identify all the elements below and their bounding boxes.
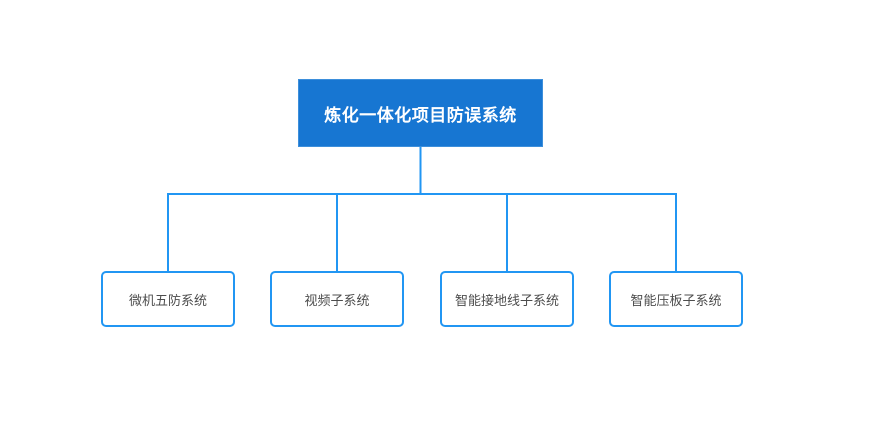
child-node-smart-pressure-plate[interactable]: 智能压板子系统: [609, 271, 743, 327]
child-node-label: 智能接地线子系统: [454, 292, 559, 308]
child-node-label: 智能压板子系统: [630, 292, 722, 308]
child-node-label: 微机五防系统: [128, 292, 207, 308]
child-node-weiji-wufang[interactable]: 微机五防系统: [101, 271, 235, 327]
child-node-label: 视频子系统: [304, 292, 370, 308]
root-node-fangwu-system[interactable]: 炼化一体化项目防误系统: [298, 79, 543, 147]
child-node-video-subsystem[interactable]: 视频子系统: [270, 271, 404, 327]
root-node-label: 炼化一体化项目防误系统: [324, 105, 517, 125]
child-node-smart-grounding-wire[interactable]: 智能接地线子系统: [440, 271, 574, 327]
